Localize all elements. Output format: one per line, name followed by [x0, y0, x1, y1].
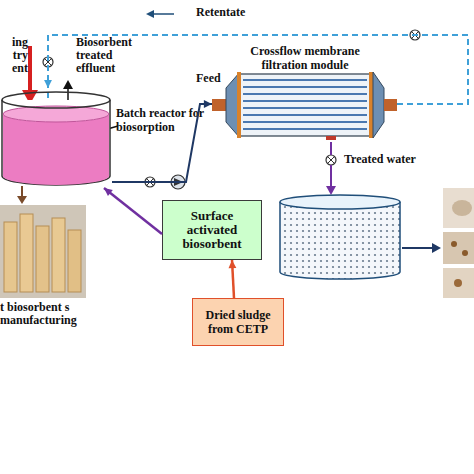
- edge-label: Retentate: [196, 6, 245, 19]
- annotation-label: t biosorbent s manufacturing: [0, 301, 80, 327]
- direction-arrow: [152, 13, 174, 15]
- brick: [68, 230, 81, 292]
- module-shell: [240, 74, 370, 136]
- annotation-label: Biosorbent treated effluent: [76, 36, 146, 75]
- edge-label: Feed: [196, 72, 221, 85]
- product-photo: [452, 200, 472, 216]
- annotation-label: ing try ent: [0, 36, 28, 75]
- annotation-label: Treated water: [344, 153, 434, 166]
- membrane-tube: [243, 107, 367, 109]
- membrane-tube: [243, 86, 367, 88]
- arrow-head: [104, 188, 113, 196]
- product-photo: [443, 268, 474, 298]
- process-box: Surface activated biosorbent: [162, 200, 262, 260]
- flange: [237, 72, 241, 138]
- node-title: Batch reactor for biosorption: [116, 106, 228, 134]
- seed-dot: [462, 250, 468, 256]
- node-title: Crossflow membrane filtration module: [230, 44, 380, 72]
- vessel-wall: [2, 100, 110, 185]
- product-photo: [443, 232, 474, 264]
- arrow-head: [204, 100, 212, 108]
- arrow-head: [146, 10, 154, 18]
- reactor-vessel: Batch reactor for biosorption: [0, 88, 112, 188]
- pump-symbol: [171, 175, 185, 189]
- brick-photo: [0, 205, 86, 298]
- outlet-stub: [384, 99, 397, 111]
- permeate-port: [326, 136, 336, 140]
- arrow-head: [63, 80, 73, 89]
- flow-connector: [44, 35, 468, 104]
- vessel-liquid: [3, 114, 109, 185]
- membrane-tube: [243, 114, 367, 116]
- membrane-module: Crossflow membrane filtration module: [212, 44, 397, 140]
- brick: [4, 222, 17, 292]
- membrane-tube: [243, 121, 367, 123]
- node-title: Dried sludge from CETP: [198, 308, 278, 336]
- output-arrow: [402, 247, 434, 249]
- inlet-stub: [212, 99, 226, 111]
- arrow-head: [432, 243, 441, 253]
- flow-connector: [229, 260, 237, 298]
- connector-line: [232, 260, 234, 298]
- reactor-drawing: [0, 88, 112, 188]
- valve-symbol: [145, 177, 155, 187]
- brick: [20, 214, 33, 292]
- seed-dot: [451, 241, 457, 247]
- connector-line: [48, 35, 468, 104]
- permeate-line: [330, 142, 332, 155]
- source-box: Dried sludge from CETP: [192, 298, 284, 346]
- arrow-head: [44, 80, 52, 88]
- arrow-head: [326, 186, 336, 195]
- flow-connector: [104, 188, 162, 234]
- membrane-tube: [243, 79, 367, 81]
- vessel-rim: [2, 92, 110, 108]
- membrane-tube: [243, 100, 367, 102]
- brick: [36, 226, 49, 292]
- membrane-tube: [243, 128, 367, 130]
- end-cap: [373, 72, 384, 138]
- product-photo: [443, 188, 474, 228]
- inflow-arrow: [28, 46, 32, 92]
- brick: [52, 218, 65, 292]
- node-title: Surface activated biosorbent: [165, 209, 259, 251]
- arrow-head: [229, 260, 237, 268]
- end-cap: [226, 72, 240, 138]
- membrane-tube: [243, 93, 367, 95]
- valve-symbol: [326, 155, 336, 165]
- connector-line: [104, 188, 162, 234]
- permeate-line: [330, 165, 332, 188]
- seed-dot: [454, 279, 462, 287]
- storage-tank: [280, 195, 400, 279]
- valve-symbol: [43, 57, 53, 67]
- arrow-head: [17, 196, 27, 204]
- flange: [369, 72, 373, 138]
- valve-symbol: [410, 30, 420, 40]
